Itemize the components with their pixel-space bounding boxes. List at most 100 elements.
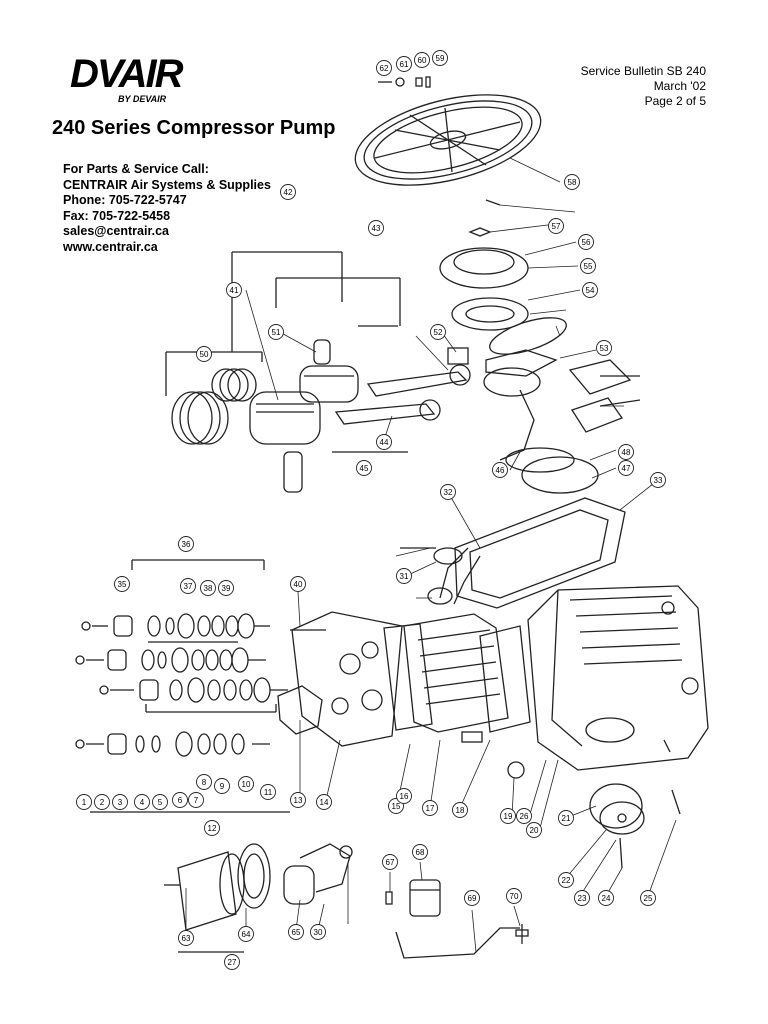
callout-circle-48 (618, 444, 634, 460)
callout-number-47: 47 (622, 464, 631, 473)
callout-circle-18 (452, 802, 468, 818)
callout-number-61: 61 (400, 60, 409, 69)
company-name: CENTRAIR Air Systems & Supplies (63, 177, 271, 192)
callout-circle-7 (188, 792, 204, 808)
callout-circle-33 (650, 472, 666, 488)
callout-circle-6 (172, 792, 188, 808)
callout-number-3: 3 (118, 798, 123, 807)
callout-number-31: 31 (400, 572, 409, 581)
contact-block: For Parts & Service Call: CENTRAIR Air S… (63, 162, 271, 256)
callout-number-41: 41 (230, 286, 239, 295)
air-filter-drawing (164, 843, 353, 953)
callout-number-42: 42 (284, 188, 293, 197)
top-fasteners-drawing (378, 76, 431, 88)
callout-number-69: 69 (468, 894, 477, 903)
callout-circle-5 (152, 794, 168, 810)
callout-number-53: 53 (600, 344, 609, 353)
callout-circle-45 (356, 460, 372, 476)
callout-number-5: 5 (158, 798, 163, 807)
callout-number-46: 46 (496, 466, 505, 475)
callout-circle-41 (226, 282, 242, 298)
callout-circle-44 (376, 434, 392, 450)
callout-circle-8 (196, 774, 212, 790)
callout-number-55: 55 (584, 262, 593, 271)
logo-wordmark: DVAIR (70, 52, 183, 96)
callout-number-17: 17 (426, 804, 435, 813)
callout-number-8: 8 (202, 778, 207, 787)
callout-circle-63 (178, 930, 194, 946)
callout-number-23: 23 (578, 894, 587, 903)
rear-cover-drawing (589, 783, 681, 869)
callout-circle-27 (224, 954, 240, 970)
callout-number-43: 43 (372, 224, 381, 233)
callout-circle-11 (260, 784, 276, 800)
callout-number-36: 36 (182, 540, 191, 549)
callout-circle-35 (114, 576, 130, 592)
callout-circle-13 (290, 792, 306, 808)
callout-circle-42 (280, 184, 296, 200)
valve-assemblies-drawing (75, 559, 290, 813)
callout-number-6: 6 (178, 796, 183, 805)
callout-circle-2 (94, 794, 110, 810)
callout-circle-23 (574, 890, 590, 906)
callout-number-33: 33 (654, 476, 663, 485)
callout-number-4: 4 (140, 798, 145, 807)
callout-circle-47 (618, 460, 634, 476)
callout-circle-37 (180, 578, 196, 594)
callout-circle-32 (440, 484, 456, 500)
callout-number-38: 38 (204, 584, 213, 593)
callout-number-50: 50 (200, 350, 209, 359)
phone-number: Phone: 705-722-5747 (63, 193, 187, 208)
callout-circle-56 (578, 234, 594, 250)
callout-number-21: 21 (562, 814, 571, 823)
callout-number-54: 54 (586, 286, 595, 295)
callout-number-45: 45 (360, 464, 369, 473)
callout-number-35: 35 (118, 580, 127, 589)
connecting-rods-drawing (334, 347, 471, 425)
callout-number-63: 63 (182, 934, 191, 943)
callout-circle-55 (580, 258, 596, 274)
callout-circle-24 (598, 890, 614, 906)
callout-number-1: 1 (82, 798, 87, 807)
bulletin-info: Service Bulletin SB 240 March '02 Page 2… (581, 64, 706, 109)
crankcase-drawing (507, 585, 709, 779)
callout-number-16: 16 (400, 792, 409, 801)
callout-circle-62 (376, 60, 392, 76)
callout-circle-60 (414, 52, 430, 68)
callout-circle-59 (432, 50, 448, 66)
callout-number-67: 67 (386, 858, 395, 867)
callout-number-15: 15 (392, 802, 401, 811)
callout-number-11: 11 (264, 788, 273, 797)
contact-heading: For Parts & Service Call: (63, 162, 209, 176)
callout-number-65: 65 (292, 928, 301, 937)
callout-circle-25 (640, 890, 656, 906)
callout-circle-64 (238, 926, 254, 942)
callout-number-60: 60 (418, 56, 427, 65)
callout-circle-54 (582, 282, 598, 298)
callout-circle-26 (516, 808, 532, 824)
callout-number-20: 20 (530, 826, 539, 835)
callout-circle-22 (558, 872, 574, 888)
callout-circle-1 (76, 794, 92, 810)
callout-number-18: 18 (456, 806, 465, 815)
manifold-tubing-drawing (400, 497, 626, 609)
callout-circle-51 (268, 324, 284, 340)
callout-number-56: 56 (582, 238, 591, 247)
callout-number-48: 48 (622, 448, 631, 457)
callout-circle-46 (492, 462, 508, 478)
callout-circle-67 (382, 854, 398, 870)
email-address: sales@centrair.ca (63, 224, 170, 239)
callout-number-62: 62 (380, 64, 389, 73)
flywheel-drawing (354, 94, 542, 186)
callout-circle-17 (422, 800, 438, 816)
callout-circle-21 (558, 810, 574, 826)
oil-items-drawing (385, 879, 529, 959)
callout-circle-4 (134, 794, 150, 810)
callout-circle-43 (368, 220, 384, 236)
callout-number-64: 64 (242, 930, 251, 939)
callout-circle-50 (196, 346, 212, 362)
callout-circle-16 (396, 788, 412, 804)
callout-number-24: 24 (602, 894, 611, 903)
callout-number-10: 10 (242, 780, 251, 789)
